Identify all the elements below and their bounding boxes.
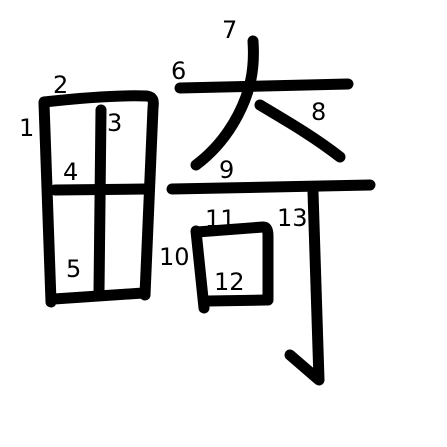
stroke-4 [49,183,152,196]
stroke-12 [202,294,272,307]
stroke-number-11: 11 [205,205,236,233]
stroke-number-5: 5 [66,255,81,283]
stroke-5 [48,287,149,305]
stroke-3 [93,104,107,298]
stroke-10 [190,225,210,314]
stroke-2 [38,90,159,301]
stroke-number-10: 10 [159,243,190,271]
stroke-number-8: 8 [311,98,326,126]
stroke-7 [190,35,259,171]
stroke-number-7: 7 [222,16,237,44]
stroke-number-4: 4 [63,158,78,186]
stroke-order-labels: 1 2 3 4 5 6 7 8 9 10 11 12 13 [19,16,326,296]
stroke-8 [254,99,346,163]
stroke-number-3: 3 [107,109,122,137]
stroke-number-2: 2 [53,71,68,99]
stroke-number-1: 1 [19,114,34,142]
stroke-9 [166,179,376,195]
character-strokes [38,35,376,386]
stroke-11 [191,221,274,306]
stroke-13 [284,186,325,386]
stroke-number-6: 6 [171,57,186,85]
stroke-number-13: 13 [277,204,308,232]
stroke-number-9: 9 [219,156,234,184]
stroke-1 [38,97,57,308]
stroke-number-12: 12 [214,268,245,296]
stroke-6 [174,78,354,94]
